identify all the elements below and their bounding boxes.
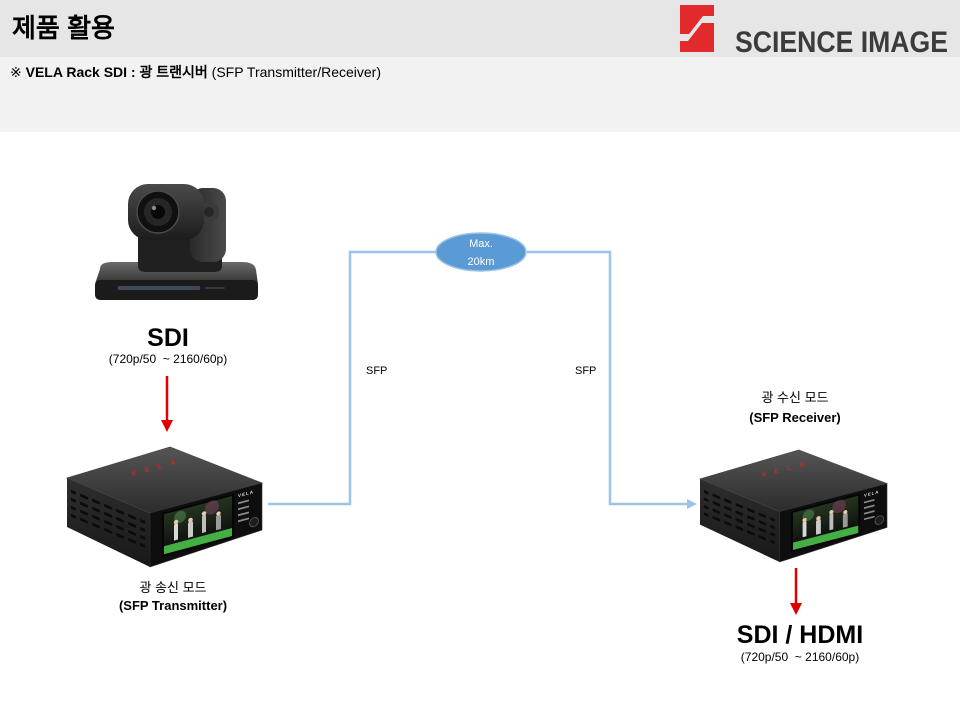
page-title: 제품 활용 <box>12 13 115 43</box>
product-subtitle: ※ VELA Rack SDI : 광 트랜시버 (SFP Transmitte… <box>10 63 381 81</box>
vent-slots <box>71 487 145 551</box>
device-knob <box>874 515 885 525</box>
distance-line-2: 20km <box>468 256 495 268</box>
receiver-mode-label: 광 수신 모드 <box>761 390 829 405</box>
source-resolution-range: (720p/50 ~ 2160/60p) <box>108 352 228 366</box>
logo-text: SCIENCE IMAGE <box>735 26 948 59</box>
product-detail: (SFP Transmitter/Receiver) <box>211 64 381 80</box>
source-signal-label: SDI <box>147 324 189 352</box>
device-brand-front: VELA <box>864 489 879 498</box>
distance-line-1: Max. <box>469 238 493 250</box>
sdi-input-arrow <box>161 376 173 432</box>
subheader-bar <box>0 57 960 132</box>
output-signal-label: SDI / HDMI <box>736 621 864 649</box>
fiber-line-tx <box>268 250 436 506</box>
distance-bubble: Max. 20km <box>435 232 527 272</box>
device-brand-front: VELA <box>238 489 254 498</box>
header-bar <box>0 0 960 57</box>
vent-slots <box>703 487 775 547</box>
transmitter-name-label: (SFP Transmitter) <box>118 598 228 613</box>
sdi-hdmi-output-arrow <box>790 568 802 615</box>
ptz-camera-icon <box>95 184 258 300</box>
transmitter-device: VELA VELA <box>65 446 264 568</box>
device-menu <box>238 499 249 523</box>
receiver-name-label: (SFP Receiver) <box>749 410 841 425</box>
device-menu <box>863 498 875 521</box>
receiver-device: VELA VELA <box>699 449 889 563</box>
device-knob <box>249 517 259 528</box>
sfp-port-label-left: SFP <box>366 365 388 377</box>
transmitter-mode-label: 광 송신 모드 <box>139 580 207 595</box>
product-name: VELA Rack SDI : 광 트랜시버 <box>25 64 208 80</box>
note-mark: ※ <box>10 64 22 80</box>
output-resolution-range: (720p/50 ~ 2160/60p) <box>740 650 860 664</box>
sfp-port-label-right: SFP <box>575 365 597 377</box>
fiber-line-rx <box>527 250 697 509</box>
science-image-logo-icon <box>680 5 714 52</box>
